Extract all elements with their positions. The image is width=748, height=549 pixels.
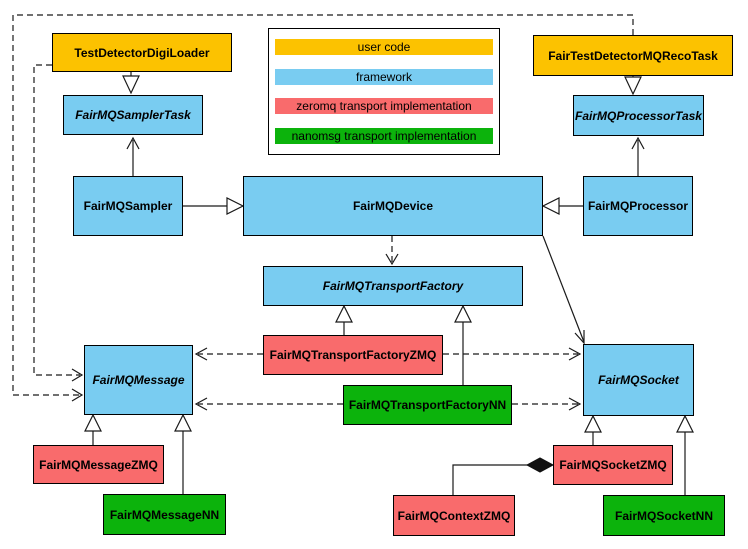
edge-fairmqtransportfactoryzmq-depends-fairmqmessage [194, 347, 263, 361]
edge-fairmqtransportfactoryzmq-inherits-fairmqtransportfactory [335, 304, 353, 335]
edge-testdetectordigiloader-depends-fairmqmessage [33, 64, 84, 382]
class-box-fairmqmessage: FairMQMessage [84, 345, 193, 415]
edge-fairmqdevice-depends-fairmqtransportfactory [385, 236, 399, 266]
edge-fairmqcontextzmq-composition-fairmqsocketzmq [452, 457, 555, 495]
class-label: FairMQTransportFactory [322, 279, 464, 293]
class-box-fairmqtransportfactoryzmq: FairMQTransportFactoryZMQ [263, 335, 443, 375]
edge-fairmqtransportfactorynn-inherits-fairmqtransportfactory [454, 304, 472, 385]
class-label: FairMQMessage [92, 373, 185, 387]
edge-fairmqmessagenn-inherits-fairmqmessage [174, 413, 192, 494]
edge-fairmqsampler-inherits-fairmqdevice [183, 197, 245, 215]
class-label: FairMQMessageNN [109, 507, 220, 522]
edge-fairmqsocketnn-inherits-fairmqsocket [676, 414, 694, 495]
class-box-fairmqsamplertask: FairMQSamplerTask [63, 95, 203, 135]
legend-swatch-nanomsg: nanomsg transport implementation [275, 127, 493, 144]
class-label: FairMQSamplerTask [75, 108, 191, 122]
class-box-fairtestdetectormqrecotask: FairTestDetectorMQRecoTask [533, 35, 733, 76]
legend: user code framework zeromq transport imp… [268, 28, 500, 155]
class-box-fairmqsocketzmq: FairMQSocketZMQ [553, 445, 673, 485]
class-label: FairMQTransportFactoryZMQ [269, 348, 437, 362]
class-label: FairTestDetectorMQRecoTask [548, 48, 718, 63]
class-label: FairMQSocketNN [614, 508, 714, 523]
class-label: FairMQSocket [598, 373, 679, 387]
edge-fairmqtransportfactorynn-depends-fairmqsocket [512, 397, 582, 411]
legend-swatch-zeromq: zeromq transport implementation [275, 98, 493, 115]
class-label: FairMQTransportFactoryNN [348, 398, 507, 412]
class-label: FairMQMessageZMQ [39, 457, 158, 472]
edge-fairmqsampler-uses-fairmqsamplertask [126, 136, 140, 176]
edge-fairmqsocketzmq-inherits-fairmqsocket [584, 414, 602, 445]
legend-swatch-framework: framework [275, 68, 493, 85]
class-box-fairmqmessagenn: FairMQMessageNN [103, 494, 226, 535]
class-box-fairmqmessagezmq: FairMQMessageZMQ [33, 445, 164, 484]
class-box-fairmqprocessortask: FairMQProcessorTask [573, 95, 704, 136]
edge-fairmqtransportfactoryzmq-depends-fairmqsocket [443, 347, 582, 361]
class-label: TestDetectorDigiLoader [74, 45, 210, 60]
edge-fairtestdetectormqrecotask-inherits-fairmqprocessortask [624, 76, 642, 96]
legend-swatch-user-code: user code [275, 39, 493, 55]
class-box-testdetectordigiloader: TestDetectorDigiLoader [52, 33, 232, 72]
class-label: FairMQSampler [83, 199, 173, 213]
class-label: FairMQProcessorTask [575, 108, 702, 123]
class-box-fairmqprocessor: FairMQProcessor [583, 176, 693, 236]
class-box-fairmqsocketnn: FairMQSocketNN [603, 495, 725, 536]
edge-testdetectordigiloader-inherits-fairmqsamplertask [122, 72, 140, 95]
class-label: FairMQContextZMQ [397, 508, 511, 523]
edge-fairmqtransportfactorynn-depends-fairmqmessage [194, 397, 343, 411]
edge-fairmqmessagezmq-inherits-fairmqmessage [84, 413, 102, 445]
class-box-fairmqsampler: FairMQSampler [73, 176, 183, 236]
edge-fairmqprocessor-inherits-fairmqdevice [541, 197, 583, 215]
class-box-fairmqdevice: FairMQDevice [243, 176, 543, 236]
class-label: FairMQDevice [352, 199, 434, 213]
edge-fairmqdevice-uses-fairmqsocket [542, 235, 585, 345]
class-box-fairmqtransportfactorynn: FairMQTransportFactoryNN [343, 385, 512, 425]
class-box-fairmqcontextzmq: FairMQContextZMQ [393, 495, 515, 536]
class-label: FairMQSocketZMQ [559, 458, 667, 472]
edge-fairtestdetectormqrecotask-depends-fairmqmessage [12, 14, 634, 402]
class-box-fairmqtransportfactory: FairMQTransportFactory [263, 266, 523, 306]
class-box-fairmqsocket: FairMQSocket [583, 344, 694, 416]
class-label: FairMQProcessor [587, 199, 689, 213]
edge-fairmqprocessor-uses-fairmqprocessortask [631, 136, 645, 176]
